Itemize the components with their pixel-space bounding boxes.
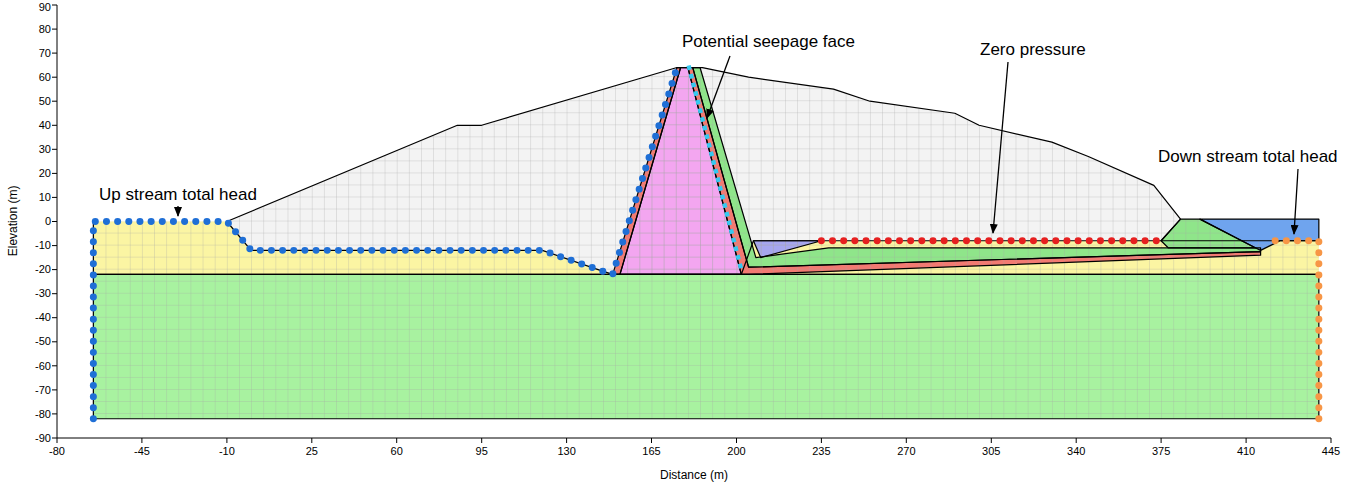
tick-label: 90: [39, 1, 51, 14]
tick-label: -50: [35, 335, 51, 348]
callout-label: Potential seepage face: [682, 32, 855, 52]
tick-label: 165: [642, 445, 660, 458]
tick-label: 200: [727, 445, 745, 458]
tick-label: 95: [476, 445, 488, 458]
axis-title: Distance (m): [660, 469, 728, 483]
tick-label: -40: [35, 311, 51, 324]
tick-label: -20: [35, 263, 51, 276]
tick-label: 20: [39, 167, 51, 180]
tick-label: 70: [39, 47, 51, 60]
tick-label: -30: [35, 287, 51, 300]
callout-label: Zero pressure: [980, 40, 1086, 60]
callout-label: Down stream total head: [1158, 147, 1338, 167]
tick-label: 80: [39, 23, 51, 36]
tick-label: 60: [391, 445, 403, 458]
tick-label: -60: [35, 360, 51, 373]
tick-label: -10: [219, 445, 235, 458]
tick-label: -10: [35, 239, 51, 252]
tick-label: 445: [1322, 445, 1340, 458]
tick-label: 270: [897, 445, 915, 458]
tick-label: -80: [49, 445, 65, 458]
tick-label: 30: [39, 143, 51, 156]
tick-label: 235: [812, 445, 830, 458]
tick-label: -70: [35, 384, 51, 397]
tick-label: 130: [557, 445, 575, 458]
tick-label: 375: [1152, 445, 1170, 458]
tick-label: 410: [1237, 445, 1255, 458]
tick-label: 25: [306, 445, 318, 458]
tick-label: 340: [1067, 445, 1085, 458]
tick-label: -45: [134, 445, 150, 458]
callout-label: Up stream total head: [99, 185, 257, 205]
axis-title: Elevation (m): [7, 186, 21, 257]
tick-label: 60: [39, 71, 51, 84]
tick-label: 10: [39, 191, 51, 204]
tick-label: 40: [39, 119, 51, 132]
tick-label: -80: [35, 408, 51, 421]
tick-label: 0: [45, 215, 51, 228]
tick-label: -90: [35, 432, 51, 445]
tick-label: 305: [982, 445, 1000, 458]
tick-label: 50: [39, 95, 51, 108]
